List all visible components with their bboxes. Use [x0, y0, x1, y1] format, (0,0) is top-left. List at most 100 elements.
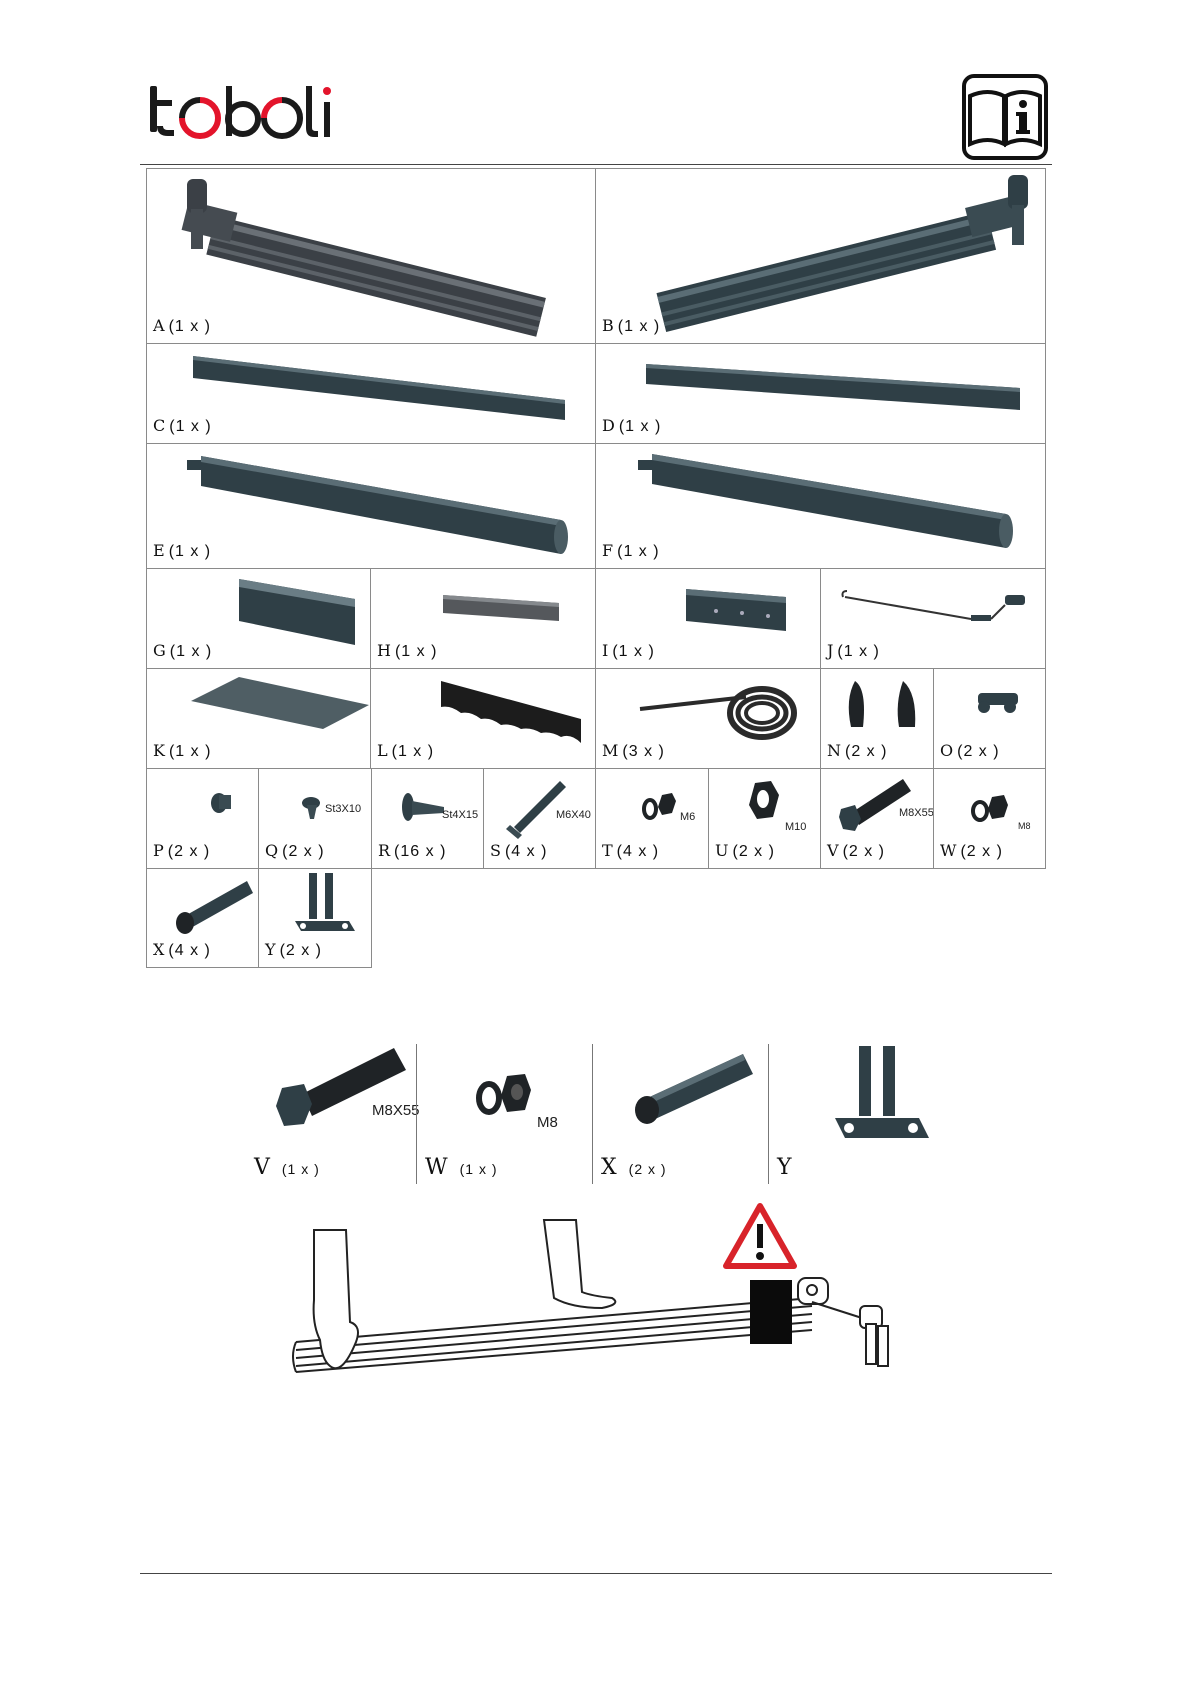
part-qty: (4 x ) — [168, 942, 210, 959]
detail-label: Y — [777, 1155, 804, 1180]
detail-label: X(2 x ) — [601, 1155, 667, 1180]
part-cell-y: Y(2 x ) — [258, 868, 372, 968]
part-qty: (2 x ) — [960, 843, 1002, 860]
part-qty: (1 x ) — [169, 543, 211, 560]
part-label: F(1 x ) — [602, 541, 660, 561]
part-qty: (2 x ) — [168, 843, 210, 860]
detail-letter: Y — [777, 1155, 792, 1180]
detail-qty: (1 x ) — [460, 1161, 498, 1177]
part-cell-h: H(1 x ) — [370, 568, 596, 669]
part-label: A(1 x ) — [153, 316, 211, 336]
part-label: S(4 x ) — [490, 841, 547, 861]
part-cell-l: L(1 x ) — [370, 668, 596, 769]
part-e-image — [147, 444, 596, 569]
part-qty: (1 x ) — [617, 543, 659, 560]
part-label: G(1 x ) — [153, 641, 212, 661]
detail-spec: M8X55 — [372, 1102, 420, 1119]
part-qty: (1 x ) — [392, 743, 434, 760]
part-letter: H — [377, 641, 391, 660]
part-spec: M8 — [1018, 821, 1031, 831]
detail-parts-row: M8X55 V (1 x ) M8 W (1 x ) X(2 x ) Y — [246, 1044, 966, 1184]
part-letter: B — [602, 316, 614, 335]
part-label: O(2 x ) — [940, 741, 1000, 761]
part-cell-w: M8 W(2 x ) — [933, 768, 1046, 869]
part-letter: G — [153, 641, 166, 660]
part-letter: J — [827, 641, 833, 660]
part-label: E(1 x ) — [153, 541, 211, 561]
frame-rods — [293, 1298, 812, 1372]
part-label: M(3 x ) — [602, 741, 665, 761]
part-letter: D — [602, 416, 615, 435]
detail-cell-x: X(2 x ) — [593, 1044, 768, 1184]
part-qty: (2 x ) — [282, 843, 324, 860]
part-label: X(4 x ) — [153, 940, 211, 960]
detail-spec: M8 — [537, 1114, 558, 1131]
part-letter: P — [153, 841, 164, 860]
detail-cell-v: M8X55 V(1 x ) — [246, 1044, 416, 1184]
part-b-image — [596, 169, 1046, 344]
part-cell-m: M(3 x ) — [595, 668, 821, 769]
part-cell-p: P(2 x ) — [146, 768, 259, 869]
part-letter: S — [490, 841, 501, 860]
left-hand — [314, 1230, 358, 1368]
logo-letter-b — [226, 86, 258, 136]
part-label: D(1 x ) — [602, 416, 661, 436]
brand-logo — [148, 86, 338, 142]
part-spec: M8X55 — [899, 807, 934, 819]
info-book-icon — [962, 74, 1048, 160]
part-cell-q: St3X10 Q(2 x ) — [258, 768, 372, 869]
logo-letter-t — [150, 86, 174, 136]
part-letter: X — [153, 940, 164, 959]
carry-illustration — [292, 1200, 912, 1390]
part-letter: N — [827, 741, 841, 760]
part-qty: (2 x ) — [843, 843, 885, 860]
black-block — [750, 1280, 792, 1344]
part-qty: (1 x ) — [612, 643, 654, 660]
part-label: Y(2 x ) — [265, 940, 322, 960]
part-label: W(2 x ) — [940, 841, 1003, 861]
part-spec: M10 — [785, 821, 806, 833]
header-rule — [140, 164, 1052, 165]
part-letter: I — [602, 641, 608, 660]
detail-letter: X — [601, 1155, 617, 1180]
part-label: I(1 x ) — [602, 641, 655, 661]
part-label: P(2 x ) — [153, 841, 210, 861]
part-qty: (1 x ) — [619, 418, 661, 435]
part-qty: (2 x ) — [732, 843, 774, 860]
part-letter: E — [153, 541, 165, 560]
right-hand — [544, 1220, 615, 1308]
part-letter: T — [602, 841, 613, 860]
part-qty: (1 x ) — [169, 318, 211, 335]
part-label: J(1 x ) — [827, 641, 880, 661]
part-label: K(1 x ) — [153, 741, 211, 761]
part-letter: L — [377, 741, 388, 760]
part-qty: (1 x ) — [170, 643, 212, 660]
part-spec: M6X40 — [556, 809, 591, 821]
part-letter: Q — [265, 841, 278, 860]
detail-letter: W — [425, 1155, 448, 1180]
part-letter: W — [940, 841, 956, 860]
part-label: H(1 x ) — [377, 641, 437, 661]
part-cell-b: B(1 x ) — [595, 168, 1046, 344]
part-label: T(4 x ) — [602, 841, 659, 861]
part-qty: (16 x ) — [394, 843, 446, 860]
part-letter: C — [153, 416, 165, 435]
detail-cell-w: M8 W (1 x ) — [417, 1044, 592, 1184]
part-c-image — [147, 344, 596, 444]
part-cell-x: X(4 x ) — [146, 868, 259, 968]
part-cell-a: A(1 x ) — [146, 168, 596, 344]
part-spec: St3X10 — [325, 803, 361, 815]
part-qty: (4 x ) — [505, 843, 547, 860]
part-qty: (1 x ) — [169, 743, 211, 760]
detail-letter: V — [254, 1155, 270, 1180]
detail-qty: (1 x ) — [282, 1161, 320, 1177]
part-cell-r: St4X15 R(16 x ) — [371, 768, 484, 869]
part-letter: O — [940, 741, 953, 760]
part-cell-f: F(1 x ) — [595, 443, 1046, 569]
part-cell-n: N(2 x ) — [820, 668, 934, 769]
part-letter: Y — [265, 940, 276, 959]
part-qty: (2 x ) — [957, 743, 999, 760]
part-label: N(2 x ) — [827, 741, 887, 761]
part-qty: (1 x ) — [395, 643, 437, 660]
part-d-image — [596, 344, 1046, 444]
